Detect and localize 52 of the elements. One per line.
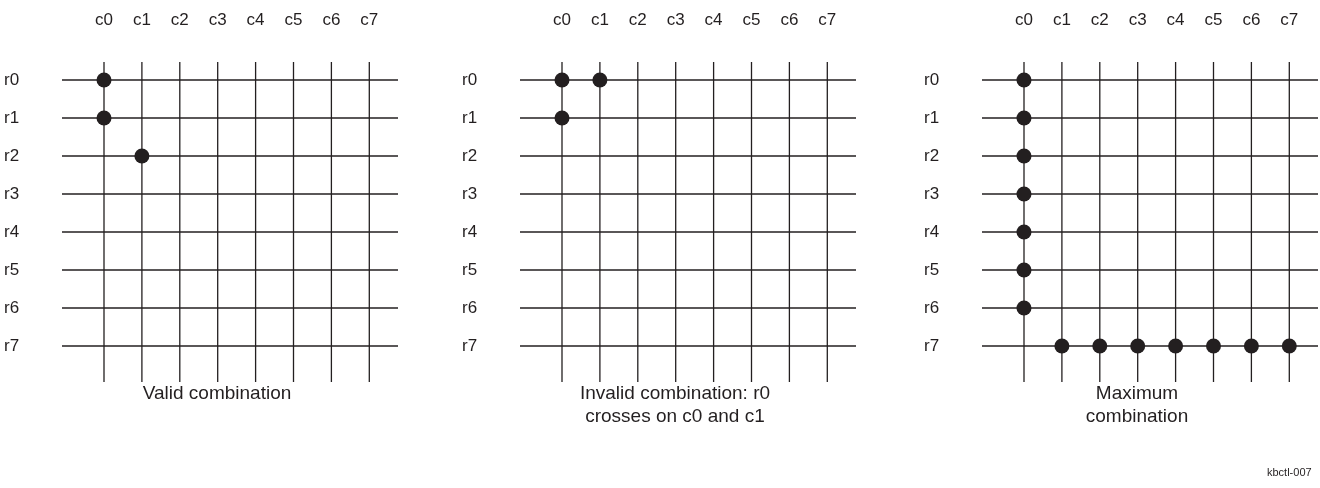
- row-label: r5: [924, 260, 940, 280]
- column-label: c5: [742, 10, 761, 30]
- row-label: r5: [462, 260, 478, 280]
- figure-id: kbctl-007: [1267, 465, 1312, 480]
- column-label: c1: [590, 10, 609, 30]
- row-label: r2: [924, 146, 940, 166]
- row-label: r4: [924, 222, 940, 242]
- column-label: c6: [1242, 10, 1261, 30]
- column-label: c4: [704, 10, 723, 30]
- row-label: r6: [462, 298, 478, 318]
- column-label: c3: [1128, 10, 1147, 30]
- column-label: c3: [666, 10, 685, 30]
- row-label: r7: [462, 336, 478, 356]
- row-label: r2: [462, 146, 478, 166]
- column-label: c4: [246, 10, 265, 30]
- row-label: r0: [462, 70, 478, 90]
- caption: Valid combination: [141, 381, 293, 404]
- column-label: c4: [1166, 10, 1185, 30]
- column-label: c2: [170, 10, 189, 30]
- column-label: c2: [628, 10, 647, 30]
- row-label: r7: [924, 336, 940, 356]
- row-label: r7: [4, 336, 20, 356]
- row-label: r6: [4, 298, 20, 318]
- column-label: c3: [208, 10, 227, 30]
- column-label: c7: [360, 10, 379, 30]
- column-label: c0: [95, 10, 113, 30]
- row-label: r1: [462, 108, 478, 128]
- row-label: r3: [4, 184, 20, 204]
- column-label: c0: [553, 10, 571, 30]
- row-label: r6: [924, 298, 940, 318]
- row-label: r1: [4, 108, 20, 128]
- column-label: c6: [322, 10, 341, 30]
- column-label: c5: [284, 10, 303, 30]
- row-label: r3: [462, 184, 478, 204]
- row-label: r0: [924, 70, 940, 90]
- column-label: c0: [1015, 10, 1033, 30]
- row-label: r0: [4, 70, 20, 90]
- row-label: r1: [924, 108, 940, 128]
- column-label: c2: [1090, 10, 1109, 30]
- column-label: c5: [1204, 10, 1223, 30]
- column-label: c7: [1280, 10, 1299, 30]
- caption: Maximum combination: [1084, 381, 1190, 427]
- caption: Invalid combination: r0 crosses on c0 and c1: [578, 381, 772, 427]
- column-label: c1: [1052, 10, 1071, 30]
- row-label: r4: [462, 222, 478, 242]
- row-label: r2: [4, 146, 20, 166]
- row-label: r4: [4, 222, 20, 242]
- row-label: r3: [924, 184, 940, 204]
- row-label: r5: [4, 260, 20, 280]
- column-label: c1: [132, 10, 151, 30]
- column-label: c6: [780, 10, 799, 30]
- column-label: c7: [818, 10, 837, 30]
